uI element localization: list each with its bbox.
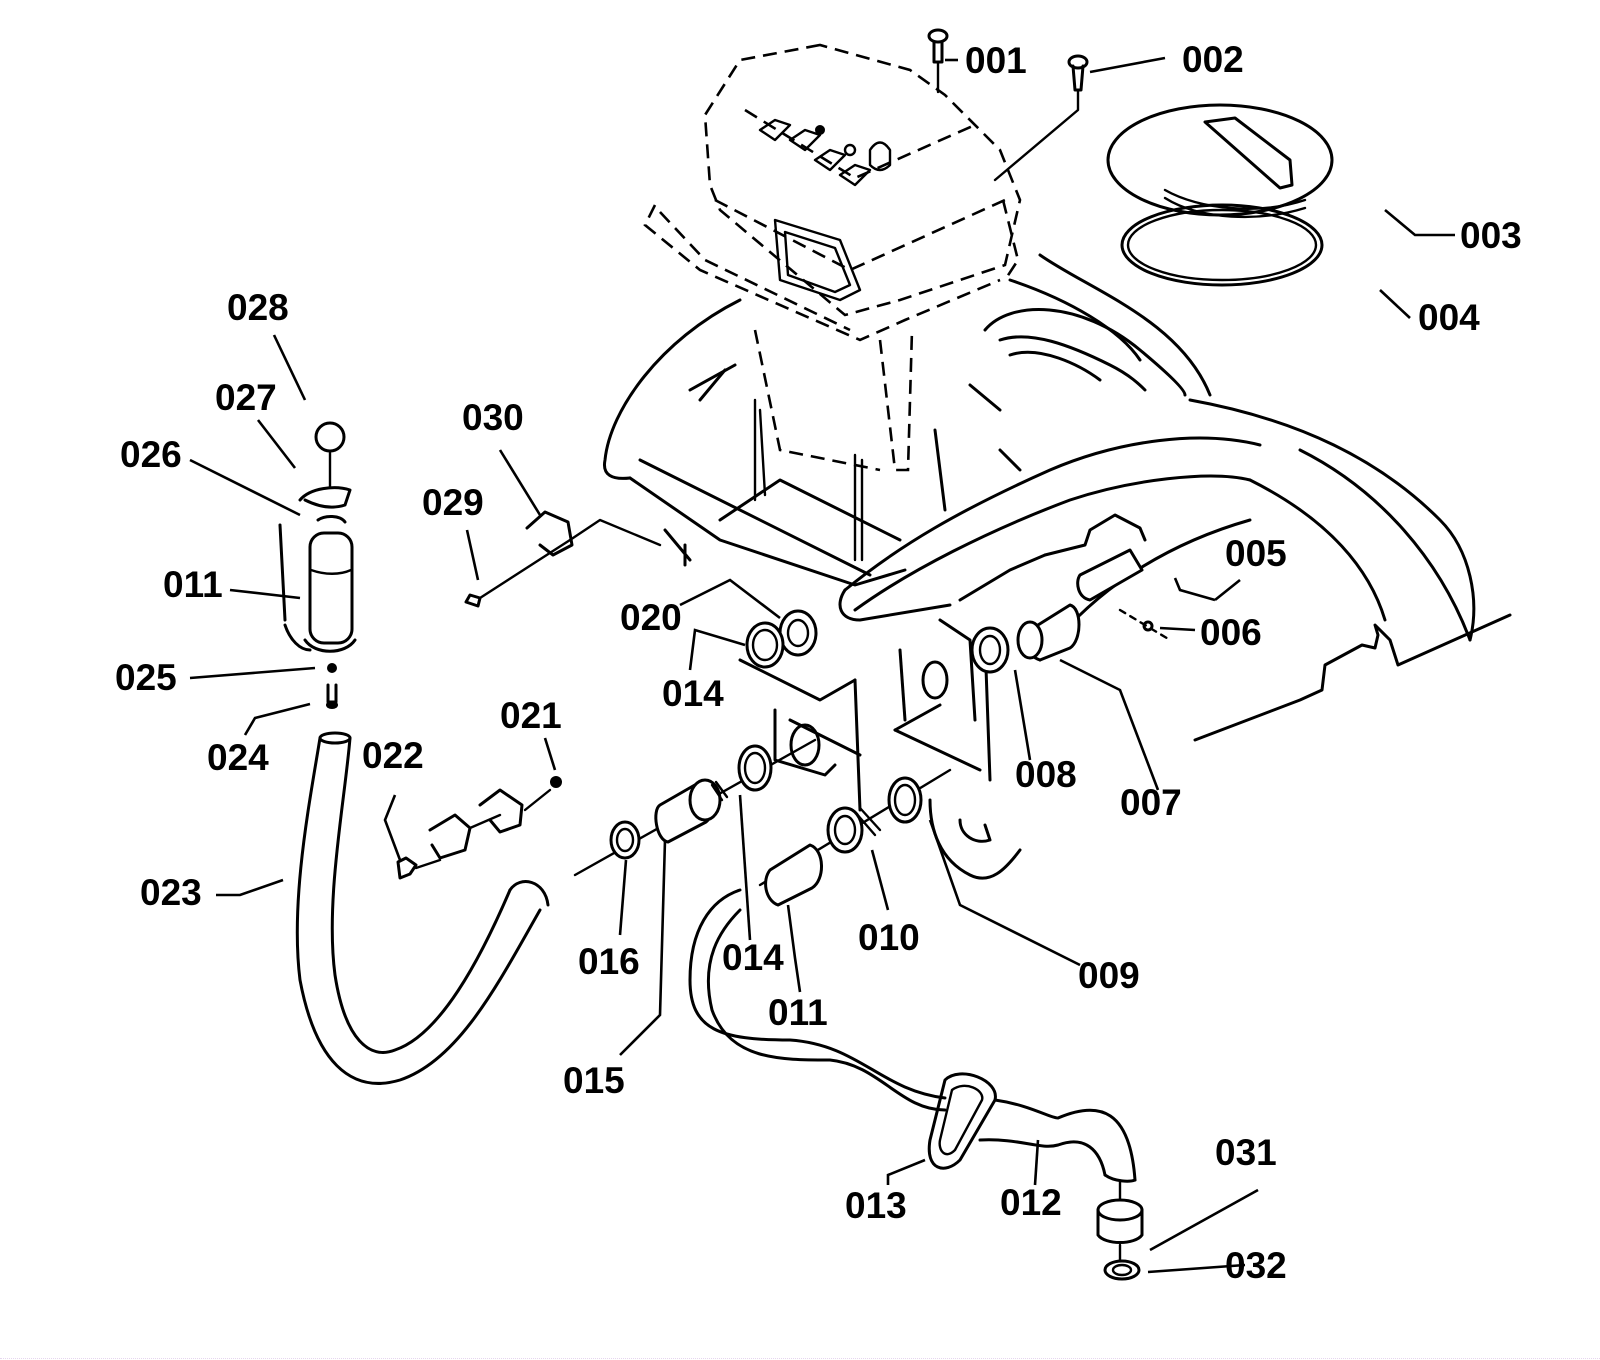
callout-021: 021 (500, 695, 562, 736)
callout-027: 027 (215, 377, 277, 418)
leader-lines (189, 56, 1455, 1274)
o-ring (1120, 203, 1324, 287)
callout-012: 012 (1000, 1182, 1062, 1223)
pin-002 (993, 54, 1089, 182)
callout-013: 013 (845, 1185, 907, 1226)
callout-026: 026 (120, 434, 182, 475)
callout-008: 008 (1015, 754, 1077, 795)
callout-022: 022 (362, 735, 424, 776)
callout-014-upper: 014 (662, 673, 724, 714)
cap-031 (1096, 1180, 1144, 1264)
callout-010: 010 (858, 917, 920, 958)
callout-031: 031 (1215, 1132, 1277, 1173)
dashed-cover (643, 43, 1022, 472)
callout-028: 028 (227, 287, 289, 328)
callout-labels: 001 002 003 004 005 006 007 008 009 010 … (115, 39, 1522, 1286)
callout-003: 003 (1460, 215, 1522, 256)
filter-assembly-left (278, 421, 357, 709)
bracket-022 (396, 776, 562, 880)
hose-023 (295, 731, 550, 1085)
callout-014-lower: 014 (722, 937, 784, 978)
callout-004: 004 (1418, 297, 1480, 338)
fittings-center (573, 548, 1172, 907)
callout-011-center: 011 (768, 992, 828, 1033)
callout-020: 020 (620, 597, 682, 638)
callout-007: 007 (1120, 782, 1182, 823)
bolt-029 (464, 510, 662, 608)
hose-012 (688, 888, 1137, 1183)
bottom-divider (0, 1358, 1600, 1360)
filler-cap (1106, 103, 1334, 219)
callout-009: 009 (1078, 955, 1140, 996)
callout-016: 016 (578, 941, 640, 982)
callout-023: 023 (140, 872, 202, 913)
main-housing (602, 43, 1512, 880)
callout-030: 030 (462, 397, 524, 438)
callout-005: 005 (1225, 533, 1287, 574)
callout-006: 006 (1200, 612, 1262, 653)
callout-011-left: 011 (163, 564, 223, 605)
screw-001 (927, 28, 949, 94)
callout-024: 024 (207, 737, 269, 778)
clamp-013 (927, 1072, 997, 1170)
callout-032: 032 (1225, 1245, 1287, 1286)
washer-032 (1103, 1259, 1141, 1281)
callout-015: 015 (563, 1060, 625, 1101)
callout-025: 025 (115, 657, 177, 698)
callout-002: 002 (1182, 39, 1244, 80)
callout-001: 001 (965, 40, 1027, 81)
callout-029: 029 (422, 482, 484, 523)
